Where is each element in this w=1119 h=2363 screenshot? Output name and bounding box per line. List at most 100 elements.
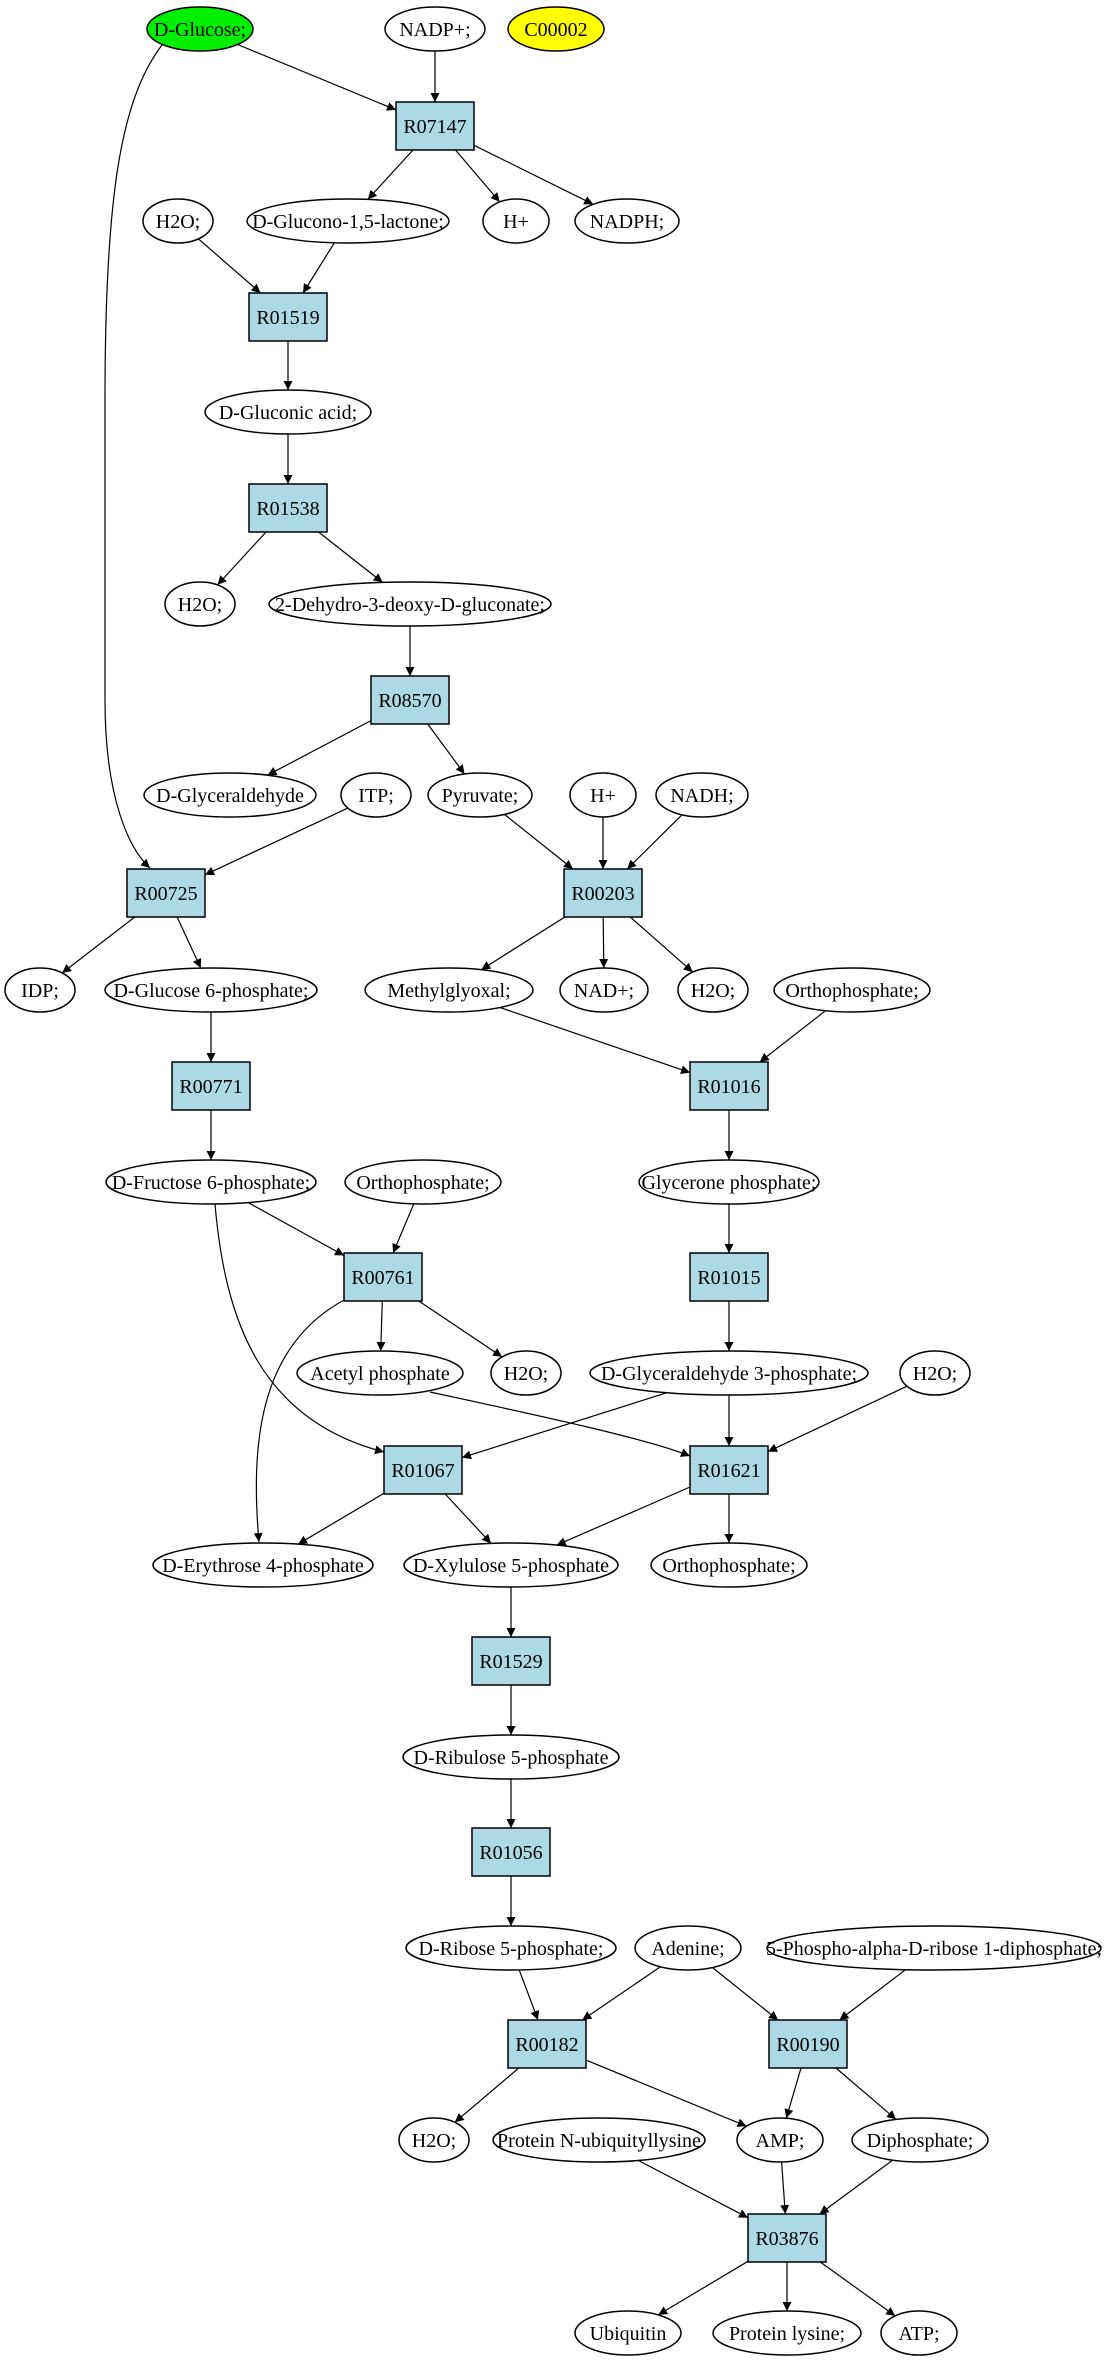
compound-ellipse-orthophosphate-3 — [650, 1542, 808, 1588]
reaction-node-r01529[interactable]: R01529 — [471, 1636, 551, 1686]
compound-node-nadph[interactable]: NADPH; — [574, 198, 680, 244]
compound-node-prpp[interactable]: 5-Phospho-alpha-D-ribose 1-diphosphate; — [766, 1925, 1102, 1971]
edge-r00203-to-h2o-3 — [629, 916, 694, 973]
compound-node-amp[interactable]: AMP; — [736, 2117, 824, 2163]
compound-node-protein-lysine[interactable]: Protein lysine; — [712, 2310, 862, 2356]
compound-label-orthophosphate-3: Orthophosphate; — [662, 1555, 795, 1577]
compound-node-d-glucono-lactone[interactable]: D-Glucono-1,5-lactone; — [246, 198, 450, 244]
compound-node-orthophosphate-3[interactable]: Orthophosphate; — [650, 1542, 808, 1588]
compound-node-h2o-4[interactable]: H2O; — [490, 1350, 562, 1396]
reaction-node-r01067[interactable]: R01067 — [383, 1445, 463, 1495]
compound-ellipse-orthophosphate-1 — [773, 967, 931, 1013]
reaction-node-r01621[interactable]: R01621 — [689, 1445, 769, 1495]
compound-node-d-ribulose-5p[interactable]: D-Ribulose 5-phosphate — [402, 1734, 620, 1780]
reaction-node-r07147[interactable]: R07147 — [395, 101, 475, 151]
compound-node-h2o-3[interactable]: H2O; — [677, 967, 749, 1013]
compound-label-h-plus-2: H+ — [590, 785, 616, 807]
edge-protein-n-ubiquityllysine-to-r03876 — [637, 2159, 749, 2219]
reaction-node-r00761[interactable]: R00761 — [343, 1252, 423, 1302]
compound-ellipse-h2o-1 — [142, 198, 214, 244]
reaction-box-r01015 — [689, 1252, 769, 1302]
compound-node-h-plus-1[interactable]: H+ — [482, 198, 550, 244]
compound-label-d-glyceraldehyde: D-Glyceraldehyde — [156, 785, 304, 807]
reaction-node-r00190[interactable]: R00190 — [768, 2019, 848, 2069]
compound-node-h2o-5[interactable]: H2O; — [899, 1350, 971, 1396]
compound-ellipse-h2o-5 — [899, 1350, 971, 1396]
edge-methylglyoxal-to-r01016 — [499, 1006, 691, 1074]
reaction-label-r01056: R01056 — [479, 1842, 542, 1864]
reaction-node-r00203[interactable]: R00203 — [563, 868, 643, 918]
edge-itp-to-r00725 — [204, 807, 349, 876]
compound-node-d-ribose-5p[interactable]: D-Ribose 5-phosphate; — [405, 1925, 617, 1971]
edge-d-glucose-to-r07147 — [237, 43, 397, 111]
compound-node-pyruvate[interactable]: Pyruvate; — [427, 772, 533, 818]
compound-label-d-gluconic-acid: D-Gluconic acid; — [219, 402, 357, 424]
compound-node-atp[interactable]: ATP; — [880, 2310, 958, 2356]
compound-node-orthophosphate-2[interactable]: Orthophosphate; — [344, 1159, 502, 1205]
reaction-node-r00182[interactable]: R00182 — [507, 2019, 587, 2069]
compound-ellipse-orthophosphate-2 — [344, 1159, 502, 1205]
compound-node-itp[interactable]: ITP; — [340, 772, 412, 818]
reaction-node-r03876[interactable]: R03876 — [747, 2213, 827, 2263]
compound-ellipse-h-plus-2 — [569, 772, 637, 818]
compound-node-d-fructose-6p[interactable]: D-Fructose 6-phosphate; — [105, 1159, 317, 1205]
reaction-label-r01538: R01538 — [256, 498, 319, 520]
compound-label-h-plus-1: H+ — [503, 211, 529, 233]
compound-node-adenine[interactable]: Adenine; — [634, 1925, 742, 1971]
compound-node-nad-plus[interactable]: NAD+; — [559, 967, 649, 1013]
edge-r07147-to-d-glucono-lactone — [367, 149, 414, 200]
compound-node-h-plus-2[interactable]: H+ — [569, 772, 637, 818]
compound-node-d-xylulose-5p[interactable]: D-Xylulose 5-phosphate — [403, 1542, 619, 1588]
compound-label-h2o-4: H2O; — [504, 1363, 548, 1385]
reaction-box-r00203 — [563, 868, 643, 918]
compound-label-nadph: NADPH; — [590, 211, 664, 233]
compound-node-nadp-plus[interactable]: NADP+; — [384, 6, 486, 52]
compound-node-h2o-2[interactable]: H2O; — [164, 581, 236, 627]
reaction-node-r01519[interactable]: R01519 — [248, 292, 328, 342]
compound-node-dehydro-deoxy-gluconate[interactable]: 2-Dehydro-3-deoxy-D-gluconate; — [268, 581, 552, 627]
compound-label-orthophosphate-1: Orthophosphate; — [785, 980, 918, 1002]
compound-node-c00002[interactable]: C00002 — [507, 6, 605, 52]
edge-h2o-1-to-r01519 — [198, 238, 261, 294]
compound-ellipse-nadph — [574, 198, 680, 244]
compound-node-d-glucose[interactable]: D-Glucose; — [146, 6, 254, 52]
reaction-node-r01015[interactable]: R01015 — [689, 1252, 769, 1302]
compound-label-protein-n-ubiquityllysine: Protein N-ubiquityllysine — [497, 2130, 701, 2152]
edge-r03876-to-atp — [819, 2261, 896, 2317]
compound-node-idp[interactable]: IDP; — [4, 967, 76, 1013]
compound-node-h2o-1[interactable]: H2O; — [142, 198, 214, 244]
compound-node-ubiquitin[interactable]: Ubiquitin — [574, 2310, 682, 2356]
reaction-box-r01529 — [471, 1636, 551, 1686]
edge-pyruvate-to-r00203 — [504, 813, 574, 870]
compound-node-d-erythrose-4p[interactable]: D-Erythrose 4-phosphate — [152, 1542, 374, 1588]
compound-node-d-gluconic-acid[interactable]: D-Gluconic acid; — [204, 389, 372, 435]
compound-node-protein-n-ubiquityllysine[interactable]: Protein N-ubiquityllysine — [492, 2117, 706, 2163]
compound-ellipse-c00002 — [507, 6, 605, 52]
compound-node-glycerone-phosphate[interactable]: Glycerone phosphate; — [638, 1159, 820, 1205]
reaction-node-r00771[interactable]: R00771 — [171, 1061, 251, 1111]
reaction-node-r08570[interactable]: R08570 — [370, 675, 450, 725]
reaction-node-r01016[interactable]: R01016 — [689, 1061, 769, 1111]
edge-d-glucono-lactone-to-r01519 — [302, 242, 335, 294]
compound-node-diphosphate[interactable]: Diphosphate; — [851, 2117, 989, 2163]
edge-r07147-to-nadph — [473, 144, 594, 205]
compound-label-d-glucose: D-Glucose; — [154, 19, 246, 41]
reaction-box-r01056 — [471, 1827, 551, 1877]
compound-node-h2o-6[interactable]: H2O; — [398, 2117, 470, 2163]
reaction-node-r01538[interactable]: R01538 — [248, 483, 328, 533]
compound-label-h2o-1: H2O; — [156, 211, 200, 233]
compound-ellipse-d-glucose — [146, 6, 254, 52]
compound-ellipse-acetyl-phosphate — [296, 1350, 464, 1396]
compound-node-nadh[interactable]: NADH; — [655, 772, 749, 818]
compound-node-d-glyceraldehyde-3p[interactable]: D-Glyceraldehyde 3-phosphate; — [589, 1350, 869, 1396]
edges-layer — [61, 43, 908, 2317]
compound-node-orthophosphate-1[interactable]: Orthophosphate; — [773, 967, 931, 1013]
reaction-node-r00725[interactable]: R00725 — [126, 868, 206, 918]
edge-r01067-to-d-xylulose-5p — [444, 1493, 492, 1544]
compound-node-d-glucose-6p[interactable]: D-Glucose 6-phosphate; — [104, 967, 318, 1013]
compound-node-acetyl-phosphate[interactable]: Acetyl phosphate — [296, 1350, 464, 1396]
compound-node-methylglyoxal[interactable]: Methylglyoxal; — [364, 967, 534, 1013]
compound-node-d-glyceraldehyde[interactable]: D-Glyceraldehyde — [143, 772, 317, 818]
reaction-node-r01056[interactable]: R01056 — [471, 1827, 551, 1877]
